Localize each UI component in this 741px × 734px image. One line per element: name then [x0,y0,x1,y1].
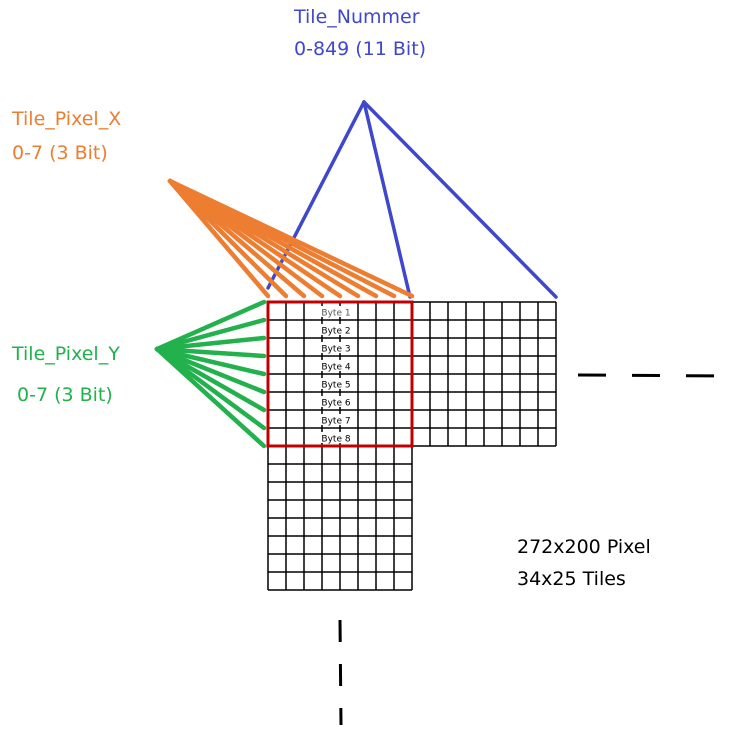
tile-pixel-x-fan [167,178,415,299]
continuation-dash-right [577,373,731,378]
tile-1-grid [411,301,557,447]
tile-pixel-y-line [154,346,267,377]
byte-label-bg [318,396,354,407]
resolution-tiles: 34x25 Tiles [517,568,626,590]
tile-pixel-y-range: 0-7 (3 Bit) [17,384,113,406]
byte-label-bg [318,324,354,335]
byte-label-bg [318,378,354,389]
tile-pixel-y-label: Tile_Pixel_Y [12,343,120,365]
tile-nummer-label: Tile_Nummer [294,6,420,28]
tile-pixel-y-line [154,346,267,413]
continuation-dashes [338,373,731,726]
byte-label: Byte 3 [321,345,350,355]
byte-label-bg [318,360,354,371]
tile-pixel-y-line [154,346,267,359]
tile-pixel-x-label: Tile_Pixel_X [12,108,122,130]
tile-pixel-y-fan [154,299,267,449]
byte-label-bg [318,414,354,425]
tile-pixel-x-line [167,178,415,299]
tile-pixel-y-line [154,346,267,395]
tile-pixel-y-line [154,299,267,352]
tile-nummer-line [362,100,558,299]
tile-nummer-line [362,100,412,299]
tile-nummer-range: 0-849 (11 Bit) [294,38,427,60]
continuation-dash-down [338,619,343,726]
byte-label-bg [318,432,354,443]
byte-label-bg [318,306,354,317]
byte-label: Byte 7 [321,417,350,427]
tile-pixel-y-line [154,317,267,352]
tile-pixel-y-line [154,335,267,352]
tile-pixel-x-range: 0-7 (3 Bit) [12,142,108,164]
byte-label-bg [318,342,354,353]
byte-label: Byte 5 [321,381,350,391]
byte-label: Byte 2 [321,327,350,337]
highlighted-tile-outline [266,300,414,448]
resolution-pixels: 272x200 Pixel [517,536,651,558]
byte-label: Byte 1 [321,309,350,319]
byte-label: Byte 8 [321,435,350,445]
byte-label: Byte 6 [321,399,350,409]
tile-pixel-y-line [154,346,267,449]
tile-34-grid [267,445,413,591]
byte-label: Byte 4 [321,363,350,373]
byte-rows: Byte 1 Byte 2 Byte 3 Byte 4 Byte 5 Byte 6 Byte… [318,306,354,445]
